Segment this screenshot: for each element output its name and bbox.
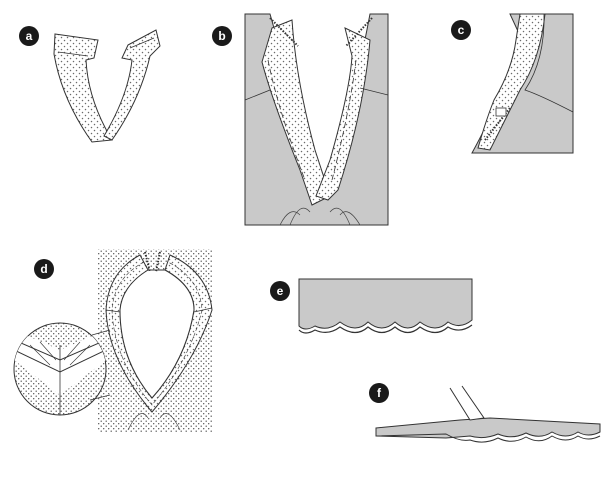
panel-a-collar-pieces — [53, 29, 161, 143]
panel-c-detail-zipper — [471, 13, 574, 154]
panel-e-gathered-edge — [298, 278, 473, 334]
badge-a: a — [19, 26, 39, 46]
panel-d-neckline-facing — [13, 249, 213, 432]
badge-d: d — [34, 259, 54, 279]
magnifier-detail — [13, 322, 111, 416]
badge-f: f — [369, 383, 389, 403]
svg-text:c: c — [458, 23, 465, 37]
panel-b-neckline-binding — [244, 13, 389, 226]
badge-e: e — [270, 281, 290, 301]
svg-text:f: f — [377, 386, 382, 400]
svg-text:a: a — [26, 29, 33, 43]
svg-text:d: d — [40, 262, 47, 276]
panel-f-binding-edge — [375, 385, 601, 443]
badge-c: c — [451, 20, 471, 40]
svg-text:e: e — [277, 284, 284, 298]
badge-b: b — [212, 26, 232, 46]
svg-text:b: b — [218, 29, 225, 43]
